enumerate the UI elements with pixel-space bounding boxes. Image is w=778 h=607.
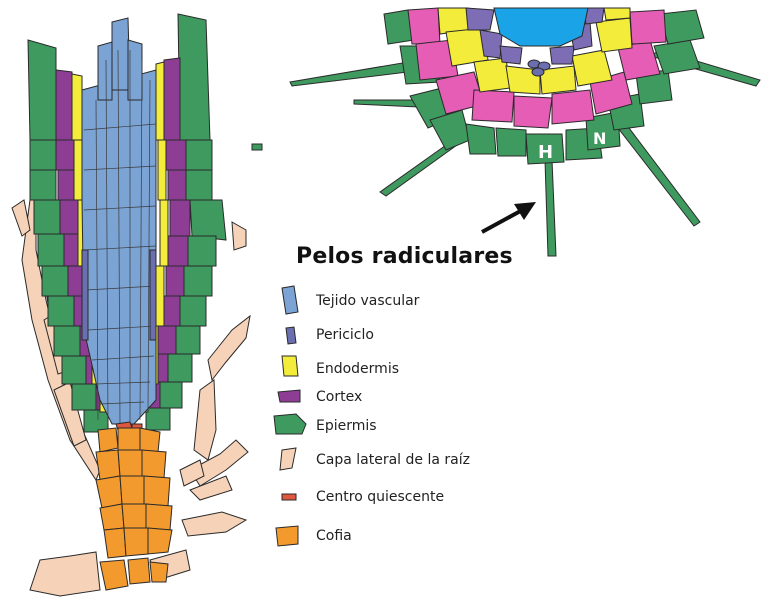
- legend-label-pericycle: Periciclo: [316, 327, 374, 343]
- legend-swatch-cortex: [278, 390, 300, 402]
- legend-swatch-quiescent-center: [282, 494, 296, 500]
- legend-label-endodermis: Endodermis: [316, 361, 399, 377]
- arrow-icon: [482, 202, 536, 232]
- root-hairs-heading: Pelos radiculares: [296, 244, 513, 269]
- non-hair-cell-letter: N: [593, 129, 606, 148]
- legend-label-lateral-root-cap: Capa lateral de la raíz: [316, 452, 470, 468]
- legend-swatch-pericycle: [286, 327, 296, 344]
- legend-label-cortex: Cortex: [316, 389, 362, 405]
- legend-label-root-cap: Cofia: [316, 528, 352, 544]
- root-cap: [96, 428, 172, 590]
- legend-label-epidermis: Epiermis: [316, 418, 377, 434]
- legend-swatch-lateral-root-cap: [280, 448, 296, 470]
- longitudinal-section: [12, 14, 250, 596]
- legend-swatch-root-cap: [276, 526, 298, 546]
- legend-swatch-endodermis: [282, 356, 298, 376]
- legend-label-quiescent-center: Centro quiescente: [316, 489, 444, 505]
- legend-label-vascular: Tejido vascular: [316, 293, 419, 309]
- hair-cell-letter: H: [538, 142, 553, 163]
- legend-swatch-vascular: [282, 286, 298, 314]
- legend-swatches: [274, 286, 306, 546]
- legend-swatch-epidermis: [274, 414, 306, 434]
